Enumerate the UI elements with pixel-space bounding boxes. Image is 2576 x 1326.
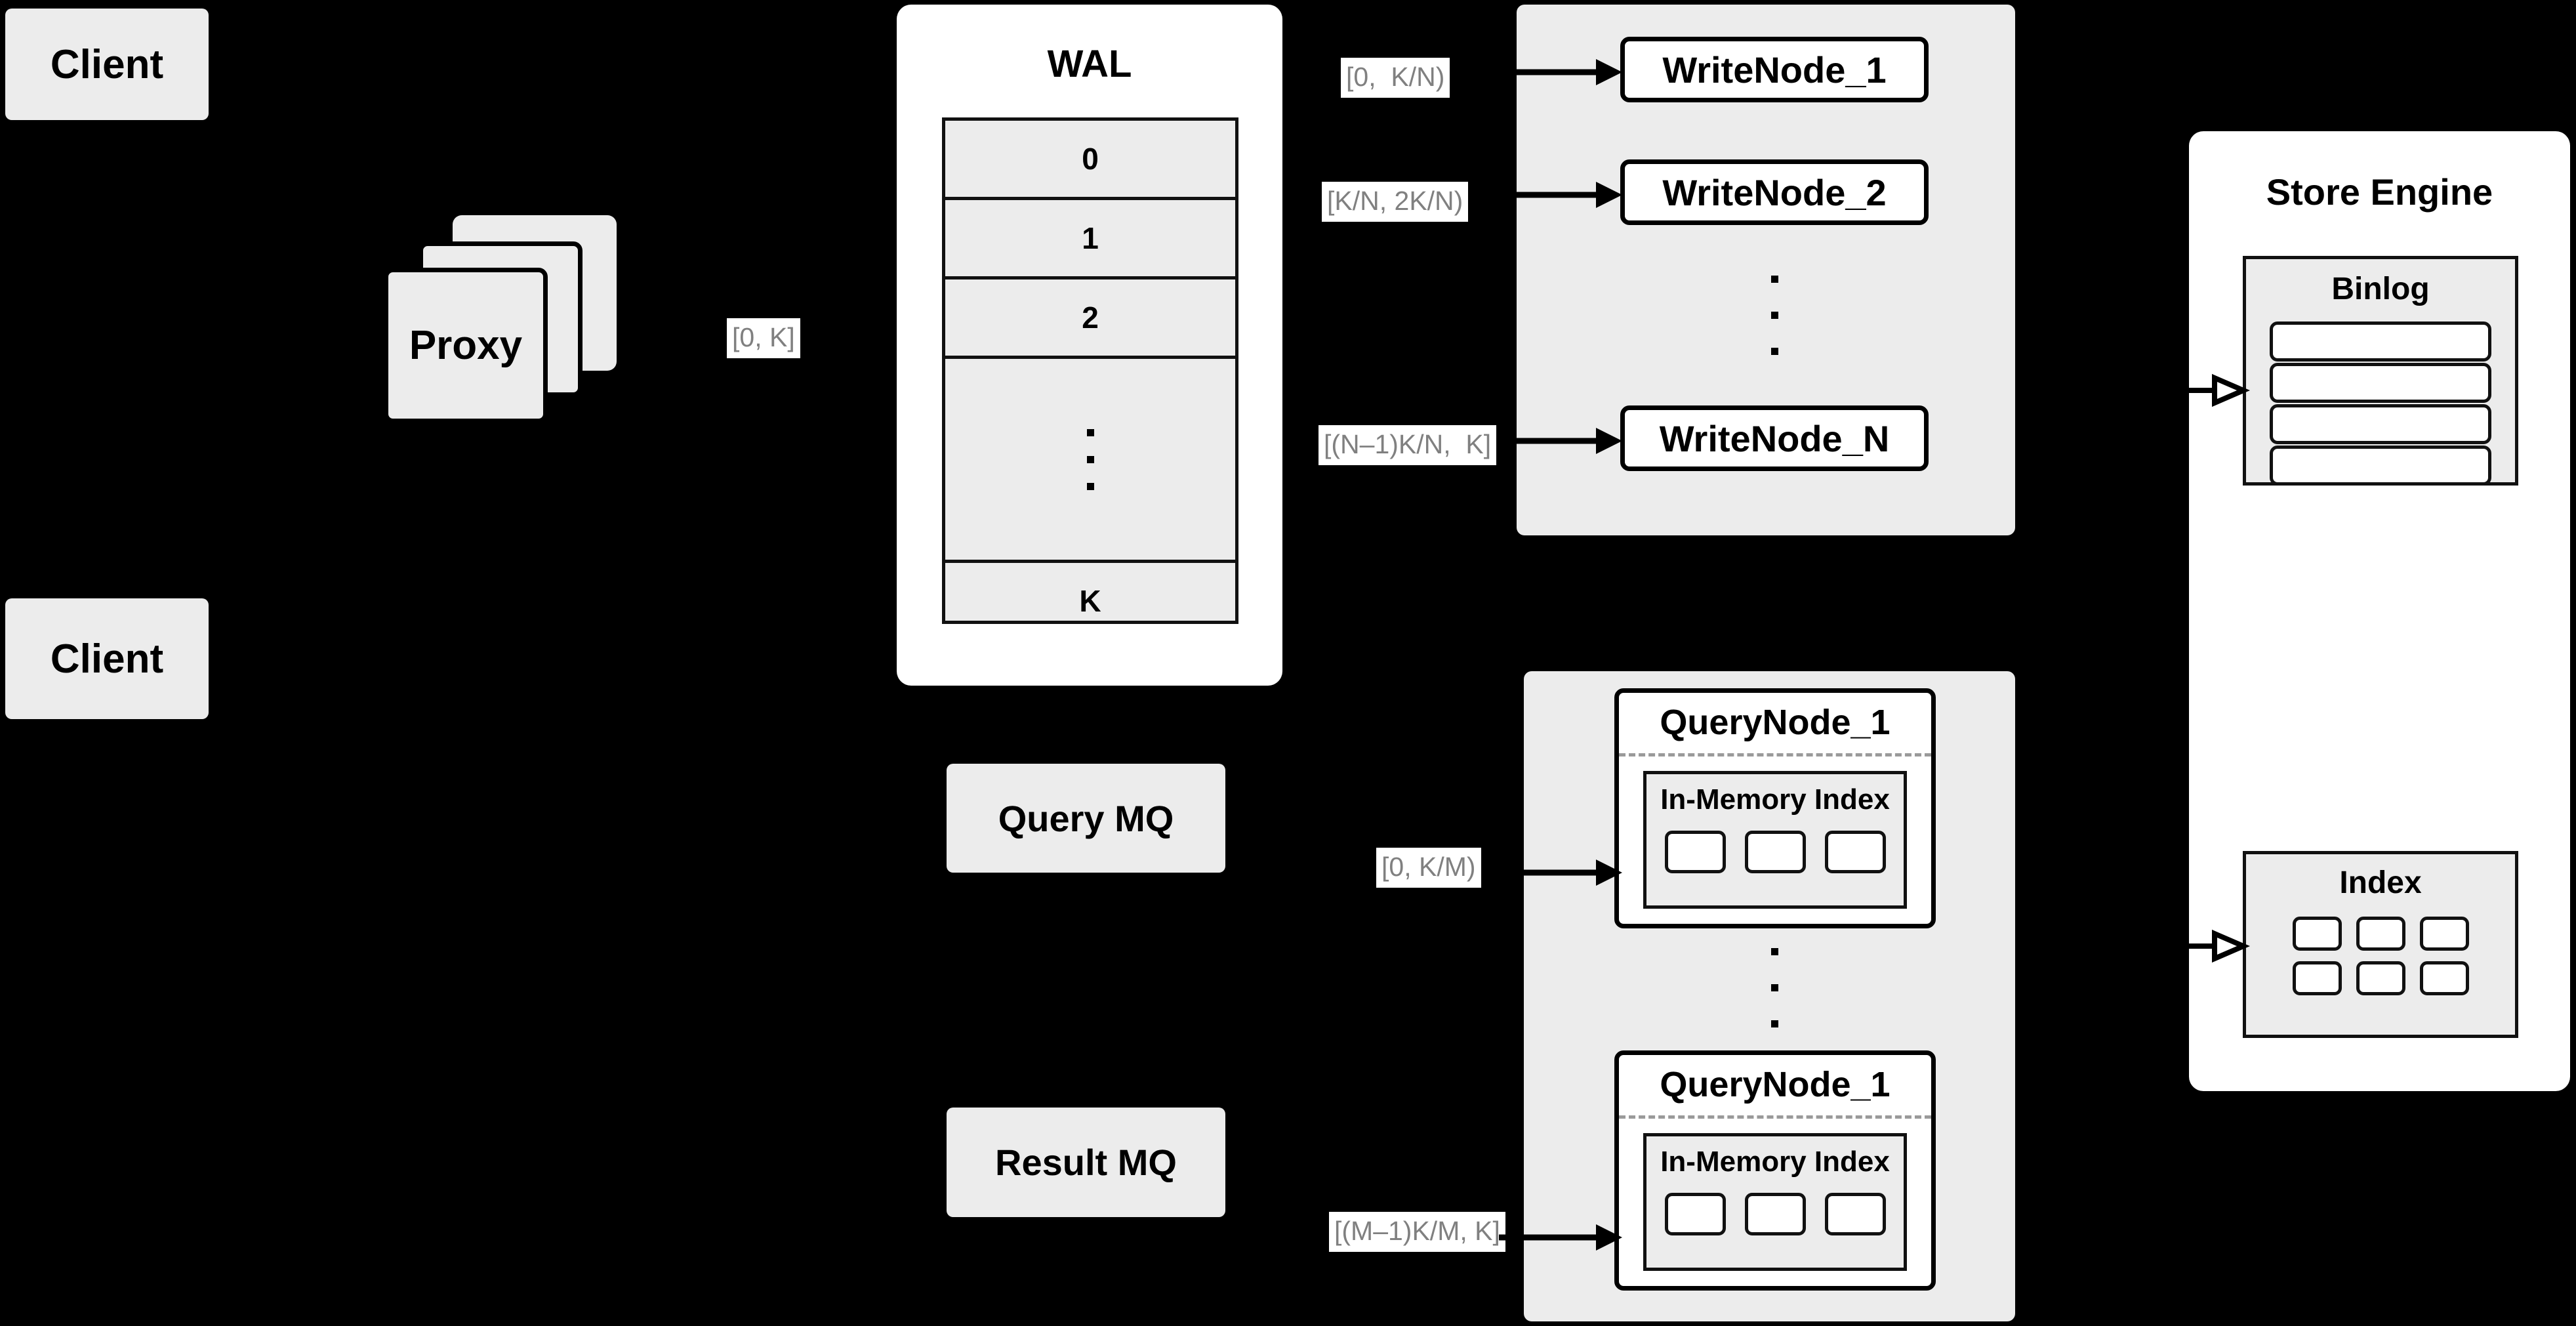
index-chip — [1664, 1193, 1726, 1235]
client-label-1: Client — [50, 41, 164, 87]
binlog-row — [2270, 445, 2491, 486]
write-arrow-2 — [1499, 182, 1622, 208]
in-memory-index-chip-row-1 — [1664, 831, 1886, 873]
index-cell — [2356, 961, 2405, 995]
query-node-label-1: QueryNode_1 — [1660, 703, 1891, 742]
index-cell-grid — [2292, 917, 2469, 995]
result-mq-box[interactable]: Result MQ — [947, 1108, 1225, 1217]
result-mq-label: Result MQ — [995, 1142, 1177, 1183]
write-range-label-2: [K/N, 2K/N) — [1322, 182, 1469, 222]
write-range-label-1: [0, K/N) — [1341, 58, 1450, 98]
write-range-label-1-wrapper: [0, K/N) — [1341, 58, 1450, 98]
index-box: Index — [2243, 851, 2518, 1038]
write-range-label-n: [(N–1)K/N, K] — [1319, 425, 1497, 465]
store-engine-title: Store Engine — [2266, 171, 2493, 213]
client-box-1[interactable]: Client — [5, 9, 209, 120]
index-chip — [1824, 831, 1886, 873]
write-node-ellipsis-dots — [1755, 272, 1794, 358]
query-arrow-1 — [1499, 860, 1622, 886]
write-node-card-1[interactable]: WriteNode_1 — [1620, 37, 1929, 102]
query-node-card-2[interactable]: QueryNode_1 In-Memory Index — [1614, 1050, 1936, 1291]
index-chip — [1744, 831, 1806, 873]
query-range-label-2-wrapper: [(M–1)K/M, K] — [1329, 1212, 1505, 1252]
query-range-label-1: [0, K/M) — [1376, 848, 1481, 888]
index-cell — [2419, 961, 2469, 995]
binlog-box: Binlog — [2243, 256, 2518, 486]
binlog-title: Binlog — [2331, 272, 2430, 306]
in-memory-index-box-1: In-Memory Index — [1643, 771, 1907, 909]
index-cell — [2292, 961, 2342, 995]
client-label-2: Client — [50, 636, 164, 682]
query-node-label-2: QueryNode_1 — [1660, 1065, 1891, 1104]
write-node-label-n: WriteNode_N — [1659, 417, 1890, 459]
index-title: Index — [2339, 865, 2422, 900]
proxy-range-label-wrapper: [0, K] — [727, 318, 800, 358]
binlog-row — [2270, 321, 2491, 362]
in-memory-index-box-2: In-Memory Index — [1643, 1133, 1907, 1271]
wal-ellipsis-dots — [1086, 428, 1094, 490]
proxy-range-label: [0, K] — [727, 318, 800, 358]
in-memory-index-chip-row-2 — [1664, 1193, 1886, 1235]
write-node-label-2: WriteNode_2 — [1662, 171, 1887, 213]
in-memory-index-title-2: In-Memory Index — [1660, 1146, 1890, 1178]
index-cell — [2419, 917, 2469, 951]
binlog-row — [2270, 404, 2491, 444]
wal-row-table: 0 1 2 K — [942, 117, 1238, 624]
wal-title: WAL — [1047, 43, 1132, 85]
index-chip — [1744, 1193, 1806, 1235]
query-range-label-1-wrapper: [0, K/M) — [1376, 848, 1481, 888]
index-cell — [2356, 917, 2405, 951]
query-range-label-2: [(M–1)K/M, K] — [1329, 1212, 1505, 1252]
query-node-ellipsis-dots — [1755, 945, 1794, 1030]
proxy-label: Proxy — [409, 323, 523, 368]
write-node-card-2[interactable]: WriteNode_2 — [1620, 159, 1929, 225]
in-memory-index-title-1: In-Memory Index — [1660, 783, 1890, 816]
binlog-row-list — [2270, 321, 2491, 486]
index-inbound-arrow — [2184, 929, 2251, 963]
index-chip — [1824, 1193, 1886, 1235]
query-mq-label: Query MQ — [998, 797, 1174, 839]
query-arrow-2 — [1499, 1224, 1622, 1251]
write-node-label-1: WriteNode_1 — [1662, 49, 1887, 91]
write-arrow-1 — [1499, 59, 1622, 85]
index-cell — [2292, 917, 2342, 951]
write-range-label-n-wrapper: [(N–1)K/N, K] — [1319, 425, 1497, 465]
wal-row-1: 1 — [945, 200, 1235, 280]
write-node-card-n[interactable]: WriteNode_N — [1620, 405, 1929, 471]
binlog-inbound-arrow — [2184, 373, 2251, 407]
query-node-separator-1 — [1619, 753, 1931, 756]
binlog-row — [2270, 363, 2491, 403]
query-mq-box[interactable]: Query MQ — [947, 764, 1225, 873]
wal-row-0: 0 — [945, 121, 1235, 200]
wal-row-2: 2 — [945, 280, 1235, 359]
write-range-label-2-wrapper: [K/N, 2K/N) — [1322, 182, 1469, 222]
wal-row-ellipsis — [945, 359, 1235, 563]
query-node-separator-2 — [1619, 1115, 1931, 1119]
query-node-card-1[interactable]: QueryNode_1 In-Memory Index — [1614, 688, 1936, 928]
proxy-card-front[interactable]: Proxy — [384, 268, 548, 423]
wal-row-k: K — [1079, 584, 1101, 618]
client-box-2[interactable]: Client — [5, 598, 209, 719]
write-arrow-n — [1499, 428, 1622, 454]
index-chip — [1664, 831, 1726, 873]
